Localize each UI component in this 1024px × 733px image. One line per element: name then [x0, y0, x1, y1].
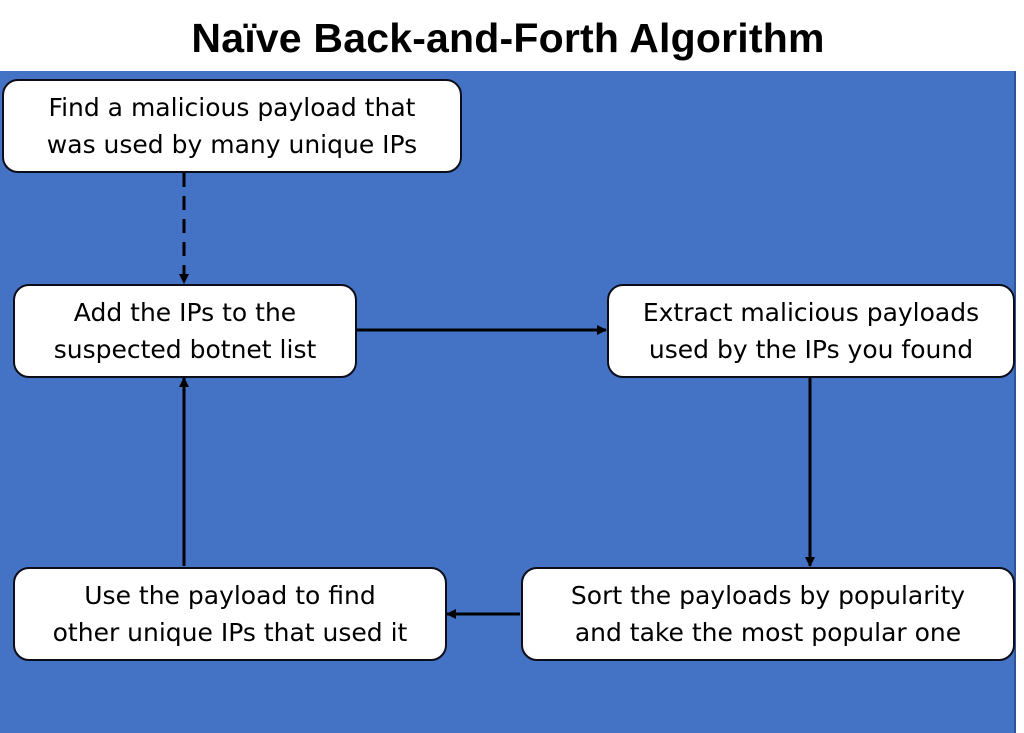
node-line: other unique IPs that used it	[52, 618, 408, 647]
node-line: suspected botnet list	[53, 335, 317, 364]
node-sort-payloads: Sort the payloads by popularity and take…	[521, 567, 1015, 661]
node-extract-payloads: Extract malicious payloads used by the I…	[607, 284, 1015, 378]
node-add-ips: Add the IPs to the suspected botnet list	[13, 284, 357, 378]
node-line: used by the IPs you found	[648, 335, 974, 364]
node-use-payload: Use the payload to find other unique IPs…	[13, 567, 447, 661]
node-line: Sort the payloads by popularity	[570, 581, 966, 610]
node-line: Add the IPs to the	[73, 298, 297, 327]
node-find-payload: Find a malicious payload that was used b…	[2, 79, 462, 173]
node-line: Find a malicious payload that	[48, 93, 416, 122]
node-line: and take the most popular one	[574, 618, 962, 647]
node-line: Extract malicious payloads	[642, 298, 980, 327]
node-line: Use the payload to find	[84, 581, 376, 610]
node-line: was used by many unique IPs	[46, 130, 418, 159]
diagram-title: Naïve Back-and-Forth Algorithm	[191, 15, 825, 61]
